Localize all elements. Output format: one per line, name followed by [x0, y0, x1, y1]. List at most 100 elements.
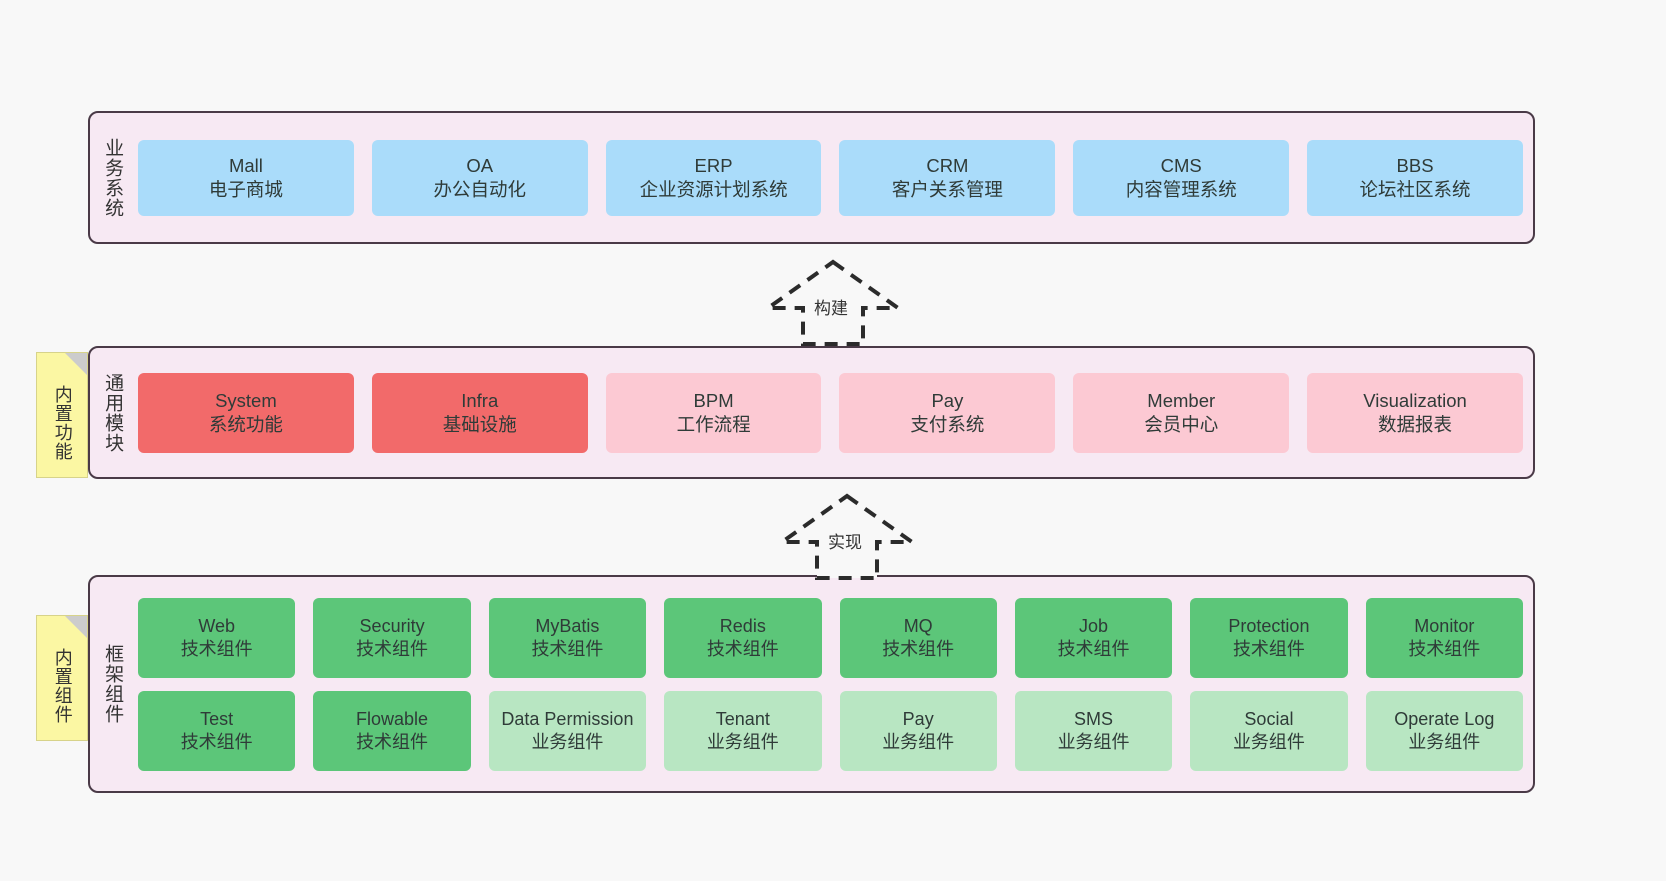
card-pay-business[interactable]: Pay 业务组件 — [839, 690, 997, 771]
card-bpm[interactable]: BPM 工作流程 — [605, 372, 822, 453]
card-subtitle: 技术组件 — [882, 638, 955, 659]
note-label: 内置功能 — [52, 385, 73, 461]
card-title: Operate Log — [1394, 708, 1495, 729]
arrow-label-implement: 实现 — [828, 533, 862, 552]
note-fold-corner-icon — [65, 616, 87, 638]
card-visualization[interactable]: Visualization 数据报表 — [1307, 372, 1523, 453]
card-monitor[interactable]: Monitor 技术组件 — [1365, 597, 1523, 678]
card-subtitle: 支付系统 — [910, 413, 985, 435]
card-subtitle: 业务组件 — [706, 731, 779, 752]
card-row: System 系统功能 Infra 基础设施 BPM 工作流程 Pay 支付系统… — [138, 372, 1523, 453]
arrow-build: 构建 — [748, 256, 918, 348]
card-title: Pay — [931, 390, 964, 412]
card-mybatis[interactable]: MyBatis 技术组件 — [488, 597, 647, 678]
card-row: Web 技术组件 Security 技术组件 MyBatis 技术组件 Redi… — [138, 597, 1523, 678]
card-title: SMS — [1074, 708, 1114, 729]
card-test[interactable]: Test 技术组件 — [138, 690, 296, 771]
generalization-arrow-icon — [761, 259, 905, 346]
card-subtitle: 技术组件 — [180, 638, 253, 659]
card-subtitle: 业务组件 — [1057, 731, 1130, 752]
layer-business-systems: 业务系统 Mall 电子商城 OA 办公自动化 ERP 企业资源计划系统 CRM… — [88, 111, 1535, 244]
card-subtitle: 基础设施 — [442, 413, 517, 435]
card-title: MyBatis — [535, 615, 600, 636]
layer-title-framework: 框架组件 — [102, 644, 124, 724]
layer-framework-components: 框架组件 Web 技术组件 Security 技术组件 MyBatis 技术组件… — [88, 575, 1535, 793]
card-subtitle: 技术组件 — [1232, 638, 1305, 659]
card-redis[interactable]: Redis 技术组件 — [664, 597, 822, 678]
note-builtin-function: 内置功能 — [36, 352, 88, 478]
card-bbs[interactable]: BBS 论坛社区系统 — [1307, 139, 1523, 216]
card-cms[interactable]: CMS 内容管理系统 — [1073, 139, 1290, 216]
note-builtin-component: 内置组件 — [36, 615, 88, 741]
layer-common-modules: 通用模块 System 系统功能 Infra 基础设施 BPM 工作流程 Pay… — [88, 346, 1535, 479]
card-subtitle: 技术组件 — [1057, 638, 1130, 659]
card-security[interactable]: Security 技术组件 — [313, 597, 471, 678]
card-title: Pay — [902, 708, 934, 729]
card-crm[interactable]: CRM 客户关系管理 — [839, 139, 1056, 216]
layer-body-module: System 系统功能 Infra 基础设施 BPM 工作流程 Pay 支付系统… — [134, 348, 1533, 477]
card-tenant[interactable]: Tenant 业务组件 — [664, 690, 822, 771]
card-title: Infra — [461, 390, 499, 412]
card-title: BPM — [693, 390, 734, 412]
card-title: Visualization — [1363, 390, 1467, 412]
card-job[interactable]: Job 技术组件 — [1014, 597, 1173, 678]
card-title: System — [215, 390, 277, 412]
card-title: Protection — [1228, 615, 1310, 636]
generalization-arrow-icon — [775, 493, 919, 580]
card-subtitle: 技术组件 — [356, 731, 429, 752]
card-title: Redis — [719, 615, 766, 636]
card-subtitle: 客户关系管理 — [891, 178, 1003, 200]
card-title: CRM — [926, 155, 969, 177]
card-mq[interactable]: MQ 技术组件 — [839, 597, 997, 678]
card-subtitle: 办公自动化 — [433, 178, 526, 200]
card-subtitle: 业务组件 — [1232, 731, 1305, 752]
card-member[interactable]: Member 会员中心 — [1073, 372, 1290, 453]
card-subtitle: 企业资源计划系统 — [639, 178, 788, 200]
card-pay[interactable]: Pay 支付系统 — [839, 372, 1056, 453]
card-social[interactable]: Social 业务组件 — [1190, 690, 1348, 771]
card-operate-log[interactable]: Operate Log 业务组件 — [1365, 690, 1523, 771]
card-row: Mall 电子商城 OA 办公自动化 ERP 企业资源计划系统 CRM 客户关系… — [138, 139, 1523, 216]
card-subtitle: 技术组件 — [1408, 638, 1481, 659]
card-subtitle: 业务组件 — [882, 731, 955, 752]
card-title: Monitor — [1414, 615, 1475, 636]
note-label: 内置组件 — [52, 648, 73, 724]
card-subtitle: 工作流程 — [676, 413, 751, 435]
card-system[interactable]: System 系统功能 — [138, 372, 354, 453]
arrow-implement: 实现 — [762, 490, 932, 582]
layer-title-module: 通用模块 — [102, 372, 124, 453]
card-subtitle: 业务组件 — [1408, 731, 1481, 752]
card-subtitle: 系统功能 — [208, 413, 283, 435]
card-sms[interactable]: SMS 业务组件 — [1014, 690, 1173, 771]
card-title: Job — [1079, 615, 1109, 636]
card-subtitle: 数据报表 — [1378, 413, 1453, 435]
card-subtitle: 业务组件 — [531, 731, 604, 752]
card-subtitle: 会员中心 — [1144, 413, 1219, 435]
card-subtitle: 论坛社区系统 — [1359, 178, 1471, 200]
card-web[interactable]: Web 技术组件 — [138, 597, 296, 678]
layer-body-framework: Web 技术组件 Security 技术组件 MyBatis 技术组件 Redi… — [134, 577, 1533, 791]
card-title: Member — [1147, 390, 1216, 412]
card-subtitle: 技术组件 — [180, 731, 253, 752]
card-title: Web — [198, 615, 236, 636]
card-subtitle: 电子商城 — [208, 178, 283, 200]
note-fold-corner-icon — [65, 353, 87, 375]
card-mall[interactable]: Mall 电子商城 — [138, 139, 354, 216]
card-title: MQ — [903, 615, 933, 636]
card-title: Test — [200, 708, 234, 729]
card-subtitle: 内容管理系统 — [1125, 178, 1237, 200]
card-subtitle: 技术组件 — [531, 638, 604, 659]
card-title: Flowable — [356, 708, 429, 729]
card-data-permission[interactable]: Data Permission 业务组件 — [488, 690, 647, 771]
card-protection[interactable]: Protection 技术组件 — [1190, 597, 1348, 678]
card-infra[interactable]: Infra 基础设施 — [371, 372, 588, 453]
arrow-label-build: 构建 — [814, 299, 848, 318]
card-title: BBS — [1396, 155, 1434, 177]
card-title: Tenant — [715, 708, 770, 729]
card-erp[interactable]: ERP 企业资源计划系统 — [605, 139, 822, 216]
card-title: Security — [359, 615, 425, 636]
card-title: CMS — [1160, 155, 1202, 177]
card-oa[interactable]: OA 办公自动化 — [371, 139, 588, 216]
card-subtitle: 技术组件 — [706, 638, 779, 659]
card-flowable[interactable]: Flowable 技术组件 — [313, 690, 471, 771]
